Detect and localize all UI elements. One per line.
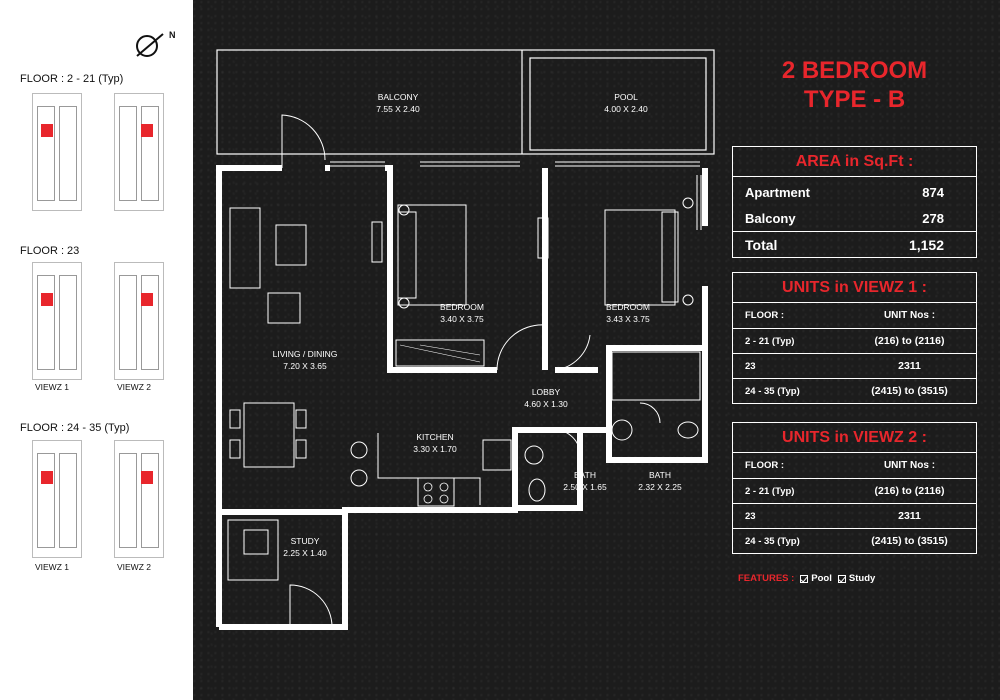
units-cell: 2311	[898, 360, 921, 372]
col-floor: FLOOR :	[745, 460, 785, 471]
pool-outline	[529, 57, 707, 151]
units-cell: 2311	[898, 510, 921, 522]
floor-label-24-35: FLOOR : 24 - 35 (Typ)	[20, 422, 130, 434]
col-units: UNIT Nos :	[883, 310, 936, 321]
floor-cell: 24 - 35 (Typ)	[745, 535, 800, 547]
floor-cell: 23	[745, 360, 756, 372]
checkbox-icon	[837, 574, 846, 583]
key-plan-panel: N FLOOR : 2 - 21 (Typ) FLOOR : 23 FLOOR …	[0, 0, 193, 700]
checkbox-icon	[800, 574, 809, 583]
viewz2-label: VIEWZ 2	[116, 562, 151, 572]
unit-type-title: 2 BEDROOM TYPE - B	[732, 56, 977, 114]
floor-cell: 23	[745, 510, 756, 522]
table-row: 23 2311	[733, 353, 976, 378]
room-dims-study: 2.25 X 1.40	[283, 548, 327, 558]
area-table: AREA in Sq.Ft : Apartment 874 Balcony 27…	[732, 146, 977, 258]
room-dims-bath-2: 2.32 X 2.25	[638, 482, 682, 492]
room-labels: BALCONY 7.55 X 2.40 POOL 4.00 X 2.40 BED…	[273, 92, 682, 558]
area-row-apartment: Apartment 874	[733, 179, 976, 205]
area-row-total: Total 1,152	[733, 231, 976, 257]
floor-cell: 2 - 21 (Typ)	[745, 485, 795, 497]
units-cell: (2415) to (3515)	[871, 385, 948, 397]
floor-cell: 24 - 35 (Typ)	[745, 385, 800, 397]
svg-text:N: N	[169, 30, 176, 40]
room-name-lobby: LOBBY	[532, 387, 561, 397]
feature-label: Study	[848, 573, 876, 584]
features-label: FEATURES :	[738, 573, 795, 584]
keyplan-viewz1-floor-23	[32, 262, 82, 380]
table-row: 2 - 21 (Typ) (216) to (2116)	[733, 478, 976, 503]
feature-label: Pool	[811, 573, 832, 584]
north-compass-icon: N	[136, 30, 176, 57]
table-row: 2 - 21 (Typ) (216) to (2116)	[733, 328, 976, 353]
table-header-row: FLOOR : UNIT Nos :	[733, 453, 976, 478]
room-dims-lobby: 4.60 X 1.30	[524, 399, 568, 409]
units-cell: (216) to (2116)	[874, 485, 945, 497]
balcony-outline	[216, 49, 715, 155]
keyplan-viewz2-floor-2-21	[114, 93, 164, 211]
units-viewz2-header: UNITS in VIEWZ 2 :	[733, 423, 976, 453]
units-cell: (216) to (2116)	[874, 335, 945, 347]
area-value: 278	[922, 210, 944, 226]
room-name-study: STUDY	[291, 536, 320, 546]
room-name-bath-1: BATH	[574, 470, 596, 480]
viewz1-label: VIEWZ 1	[34, 562, 69, 572]
floor-label-2-21: FLOOR : 2 - 21 (Typ)	[20, 73, 124, 85]
feature-study: Study	[837, 573, 876, 584]
col-units: UNIT Nos :	[883, 460, 936, 471]
table-header-row: FLOOR : UNIT Nos :	[733, 303, 976, 328]
room-name-bedroom-2: BEDROOM	[606, 302, 650, 312]
units-viewz1-table: UNITS in VIEWZ 1 : FLOOR : UNIT Nos : 2 …	[732, 272, 977, 404]
area-label: Total	[745, 236, 778, 253]
floor-label-23: FLOOR : 23	[20, 245, 80, 257]
title-line-2: TYPE - B	[803, 86, 906, 113]
room-name-balcony: BALCONY	[378, 92, 419, 102]
area-label: Balcony	[745, 210, 796, 226]
viewz2-label: VIEWZ 2	[116, 382, 151, 392]
keyplan-viewz1-floor-2-21	[32, 93, 82, 211]
table-row: 24 - 35 (Typ) (2415) to (3515)	[733, 378, 976, 403]
room-dims-kitchen: 3.30 X 1.70	[413, 444, 457, 454]
floor-cell: 2 - 21 (Typ)	[745, 335, 795, 347]
table-row: 24 - 35 (Typ) (2415) to (3515)	[733, 528, 976, 553]
features-legend: FEATURES : Pool Study	[738, 573, 875, 584]
room-name-bedroom-1: BEDROOM	[440, 302, 484, 312]
viewz1-label: VIEWZ 1	[34, 382, 69, 392]
room-dims-living: 7.20 X 3.65	[283, 361, 327, 371]
room-dims-bedroom-1: 3.40 X 3.75	[440, 314, 484, 324]
keyplan-viewz2-floor-24-35	[114, 440, 164, 558]
area-table-header: AREA in Sq.Ft :	[733, 147, 976, 177]
room-dims-balcony: 7.55 X 2.40	[376, 104, 420, 114]
units-viewz1-header: UNITS in VIEWZ 1 :	[733, 273, 976, 303]
area-row-balcony: Balcony 278	[733, 205, 976, 231]
title-line-1: 2 BEDROOM	[781, 57, 928, 84]
feature-pool: Pool	[800, 573, 832, 584]
area-value: 1,152	[908, 236, 944, 253]
col-floor: FLOOR :	[745, 310, 785, 321]
units-cell: (2415) to (3515)	[871, 535, 948, 547]
area-value: 874	[922, 184, 944, 200]
room-name-living: LIVING / DINING	[273, 349, 338, 359]
room-dims-bedroom-2: 3.43 X 3.75	[606, 314, 650, 324]
room-dims-bath-1: 2.50 X 1.65	[563, 482, 607, 492]
room-dims-pool: 4.00 X 2.40	[604, 104, 648, 114]
units-viewz2-table: UNITS in VIEWZ 2 : FLOOR : UNIT Nos : 2 …	[732, 422, 977, 554]
area-label: Apartment	[745, 184, 811, 200]
keyplan-viewz2-floor-23	[114, 262, 164, 380]
room-name-pool: POOL	[614, 92, 638, 102]
room-name-bath-2: BATH	[649, 470, 671, 480]
floor-plan-panel	[193, 0, 1000, 700]
table-row: 23 2311	[733, 503, 976, 528]
room-name-kitchen: KITCHEN	[416, 432, 453, 442]
keyplan-viewz1-floor-24-35	[32, 440, 82, 558]
